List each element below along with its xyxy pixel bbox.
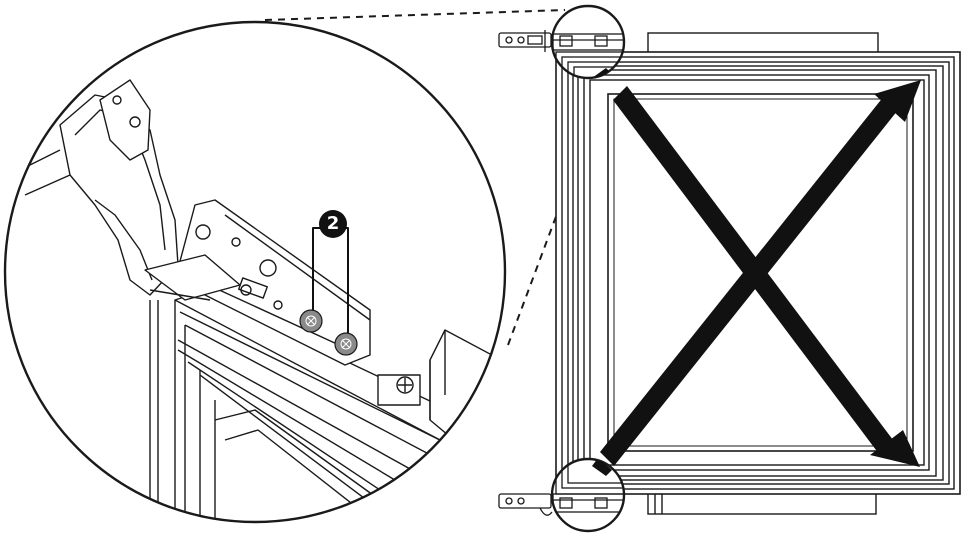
top-hinge-magnifier (550, 4, 626, 80)
callout-bracket (312, 227, 349, 333)
magnified-detail (3, 20, 507, 524)
leader-line-top (264, 9, 566, 21)
door-inner-panel (607, 93, 914, 452)
screw-group (299, 309, 358, 356)
bottom-hinge (498, 493, 553, 516)
diagonal-arrows (600, 80, 921, 467)
callout-number-badge: 2 (319, 210, 347, 238)
diagonal-arrow-icon (600, 91, 902, 466)
top-hinge (498, 30, 552, 52)
hinge-icon (19, 79, 241, 301)
